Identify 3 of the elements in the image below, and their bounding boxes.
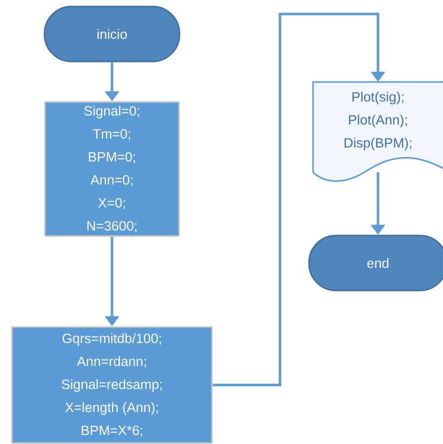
arrow bbox=[212, 12, 386, 386]
process-box: Gqrs=mitdb/100; Ann=rdann; Signal=redsamp; X=length (Ann); BPM=X*6; bbox=[11, 326, 213, 444]
process-box: Signal=0; Tm=0; BPM=0; Ann=0; X=0; N=3600; bbox=[44, 101, 180, 237]
